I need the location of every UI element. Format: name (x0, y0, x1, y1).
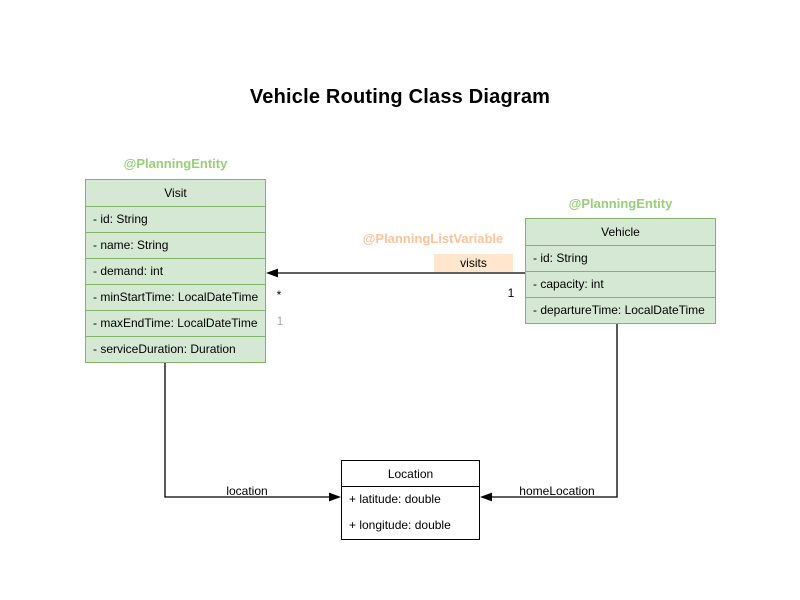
vehicle-attr-departure-time: - departureTime: LocalDateTime (526, 297, 715, 323)
class-location-name: Location (342, 461, 479, 487)
vehicle-attr-id: - id: String (526, 245, 715, 271)
arrowhead-location (329, 492, 341, 502)
edge-location (164, 361, 341, 502)
multiplicity-visits-extra: 1 (276, 314, 284, 328)
class-vehicle: Vehicle - id: String - capacity: int - d… (525, 218, 716, 324)
planning-list-variable-annotation: @PlanningListVariable (362, 231, 504, 246)
location-attr-latitude: + latitude: double (349, 492, 441, 506)
visit-attr-min-start-time: - minStartTime: LocalDateTime (86, 284, 265, 310)
arrowhead-visits (266, 268, 278, 278)
visit-attr-service-duration: - serviceDuration: Duration (86, 336, 265, 362)
edge-label-visits: visits (434, 254, 513, 272)
class-location: Location + latitude: double + longitude:… (341, 460, 480, 540)
class-visit-name: Visit (164, 186, 187, 200)
edge-home-location (480, 322, 618, 502)
arrowhead-home-location (480, 492, 492, 502)
visit-attr-demand: - demand: int (86, 258, 265, 284)
vehicle-planning-entity-annotation: @PlanningEntity (568, 196, 673, 211)
multiplicity-visits-target: * (276, 288, 282, 302)
vehicle-attr-capacity: - capacity: int (526, 271, 715, 297)
multiplicity-visits-source: 1 (507, 286, 515, 300)
diagram-title: Vehicle Routing Class Diagram (249, 86, 551, 108)
visit-attr-name: - name: String (86, 232, 265, 258)
visit-attr-id: - id: String (86, 206, 265, 232)
location-attr-longitude: + longitude: double (349, 518, 451, 532)
visit-planning-entity-annotation: @PlanningEntity (123, 156, 228, 171)
edge-label-location: location (226, 484, 268, 498)
visit-attr-max-end-time: - maxEndTime: LocalDateTime (86, 310, 265, 336)
class-vehicle-name: Vehicle (601, 225, 640, 239)
class-visit: Visit - id: String - name: String - dema… (85, 179, 266, 363)
edge-visits (266, 268, 525, 278)
edge-label-home-location: homeLocation (519, 484, 595, 498)
